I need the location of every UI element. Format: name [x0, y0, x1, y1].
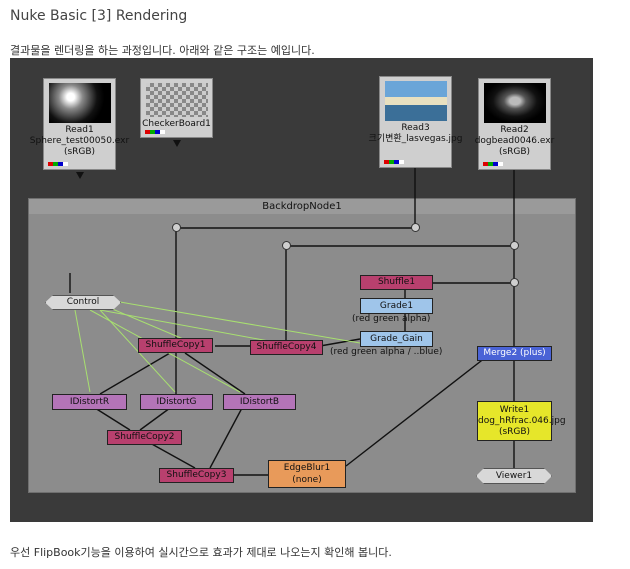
channel-bars — [145, 130, 165, 134]
node-graph-canvas[interactable]: BackdropNode1 — [10, 58, 593, 522]
checker-output-arrow — [173, 140, 181, 147]
shufflecopy3-node[interactable]: ShuffleCopy3 — [159, 468, 234, 483]
edgeblur1-label: EdgeBlur1 — [283, 463, 331, 473]
dot-read3-top[interactable] — [411, 223, 420, 232]
dot-right-upper[interactable] — [510, 241, 519, 250]
idistortb-node[interactable]: IDistortB — [223, 394, 296, 410]
outro-text: 우선 FlipBook기능을 이용하여 실시간으로 효과가 제대로 나오는지 확… — [10, 546, 392, 559]
backdrop-title: BackdropNode1 — [29, 199, 575, 214]
grade-gain-node[interactable]: Grade_Gain — [360, 331, 433, 347]
idistortr-node[interactable]: IDistortR — [52, 394, 127, 410]
write1-colorspace: (sRGB) — [498, 427, 531, 437]
dot-mid-upper[interactable] — [282, 241, 291, 250]
read3-label: Read3 — [401, 123, 430, 133]
intro-text: 결과물을 렌더링을 하는 과정입니다. 아래와 같은 구조는 예입니다. — [10, 44, 315, 57]
shufflecopy2-node[interactable]: ShuffleCopy2 — [107, 430, 182, 445]
checkerboard1-label: CheckerBoard1 — [142, 119, 211, 129]
write1-file: dog_hRfrac.046.jpg — [478, 416, 566, 426]
read2-node[interactable]: Read2 dogbead0046.exr (sRGB) — [475, 78, 554, 170]
read2-file: dogbead0046.exr — [474, 136, 555, 146]
write1-node[interactable]: Write1 dog_hRfrac.046.jpg (sRGB) — [477, 401, 566, 441]
read3-file: 크기변환_lasvegas.jpg — [368, 134, 463, 144]
read1-file: Sphere_test00050.exr — [29, 136, 130, 146]
lasvegas-thumbnail — [385, 81, 447, 121]
checker-thumbnail — [146, 83, 208, 117]
checkerboard1-node[interactable]: CheckerBoard1 — [140, 78, 213, 138]
read1-node[interactable]: Read1 Sphere_test00050.exr (sRGB) — [30, 78, 129, 170]
page-title: Nuke Basic [3] Rendering — [10, 8, 188, 24]
channel-bars — [483, 162, 503, 166]
merge2-node[interactable]: Merge2 (plus) — [477, 346, 552, 361]
write1-label: Write1 — [499, 405, 530, 415]
edgeblur1-channels: (none) — [292, 475, 322, 485]
shufflecopy4-node[interactable]: ShuffleCopy4 — [250, 340, 323, 355]
sphere-thumbnail — [49, 83, 111, 123]
shuffle1-node[interactable]: Shuffle1 — [360, 275, 433, 290]
grade1-label: Grade1 — [379, 301, 414, 311]
control-node[interactable]: Control — [45, 295, 121, 310]
channel-bars — [384, 160, 404, 164]
dot-left-upper[interactable] — [172, 223, 181, 232]
grade-gain-channels: (red green alpha / ..blue) — [330, 347, 443, 357]
read2-label: Read2 — [500, 125, 529, 135]
dot-right-lower[interactable] — [510, 278, 519, 287]
read1-colorspace: (sRGB) — [63, 147, 96, 157]
grade-gain-label: Grade_Gain — [370, 334, 423, 344]
grade1-channels: (red green alpha) — [352, 314, 431, 324]
edgeblur1-node[interactable]: EdgeBlur1 (none) — [268, 460, 346, 488]
idistortg-node[interactable]: IDistortG — [140, 394, 213, 410]
grade1-node[interactable]: Grade1 — [360, 298, 433, 314]
read1-output-arrow — [76, 172, 84, 179]
channel-bars — [48, 162, 68, 166]
dog-thumbnail — [484, 83, 546, 123]
viewer1-node[interactable]: Viewer1 — [476, 468, 552, 484]
read2-colorspace: (sRGB) — [498, 147, 531, 157]
read1-label: Read1 — [65, 125, 94, 135]
shufflecopy1-node[interactable]: ShuffleCopy1 — [138, 338, 213, 353]
read3-node[interactable]: Read3 크기변환_lasvegas.jpg — [369, 76, 462, 168]
